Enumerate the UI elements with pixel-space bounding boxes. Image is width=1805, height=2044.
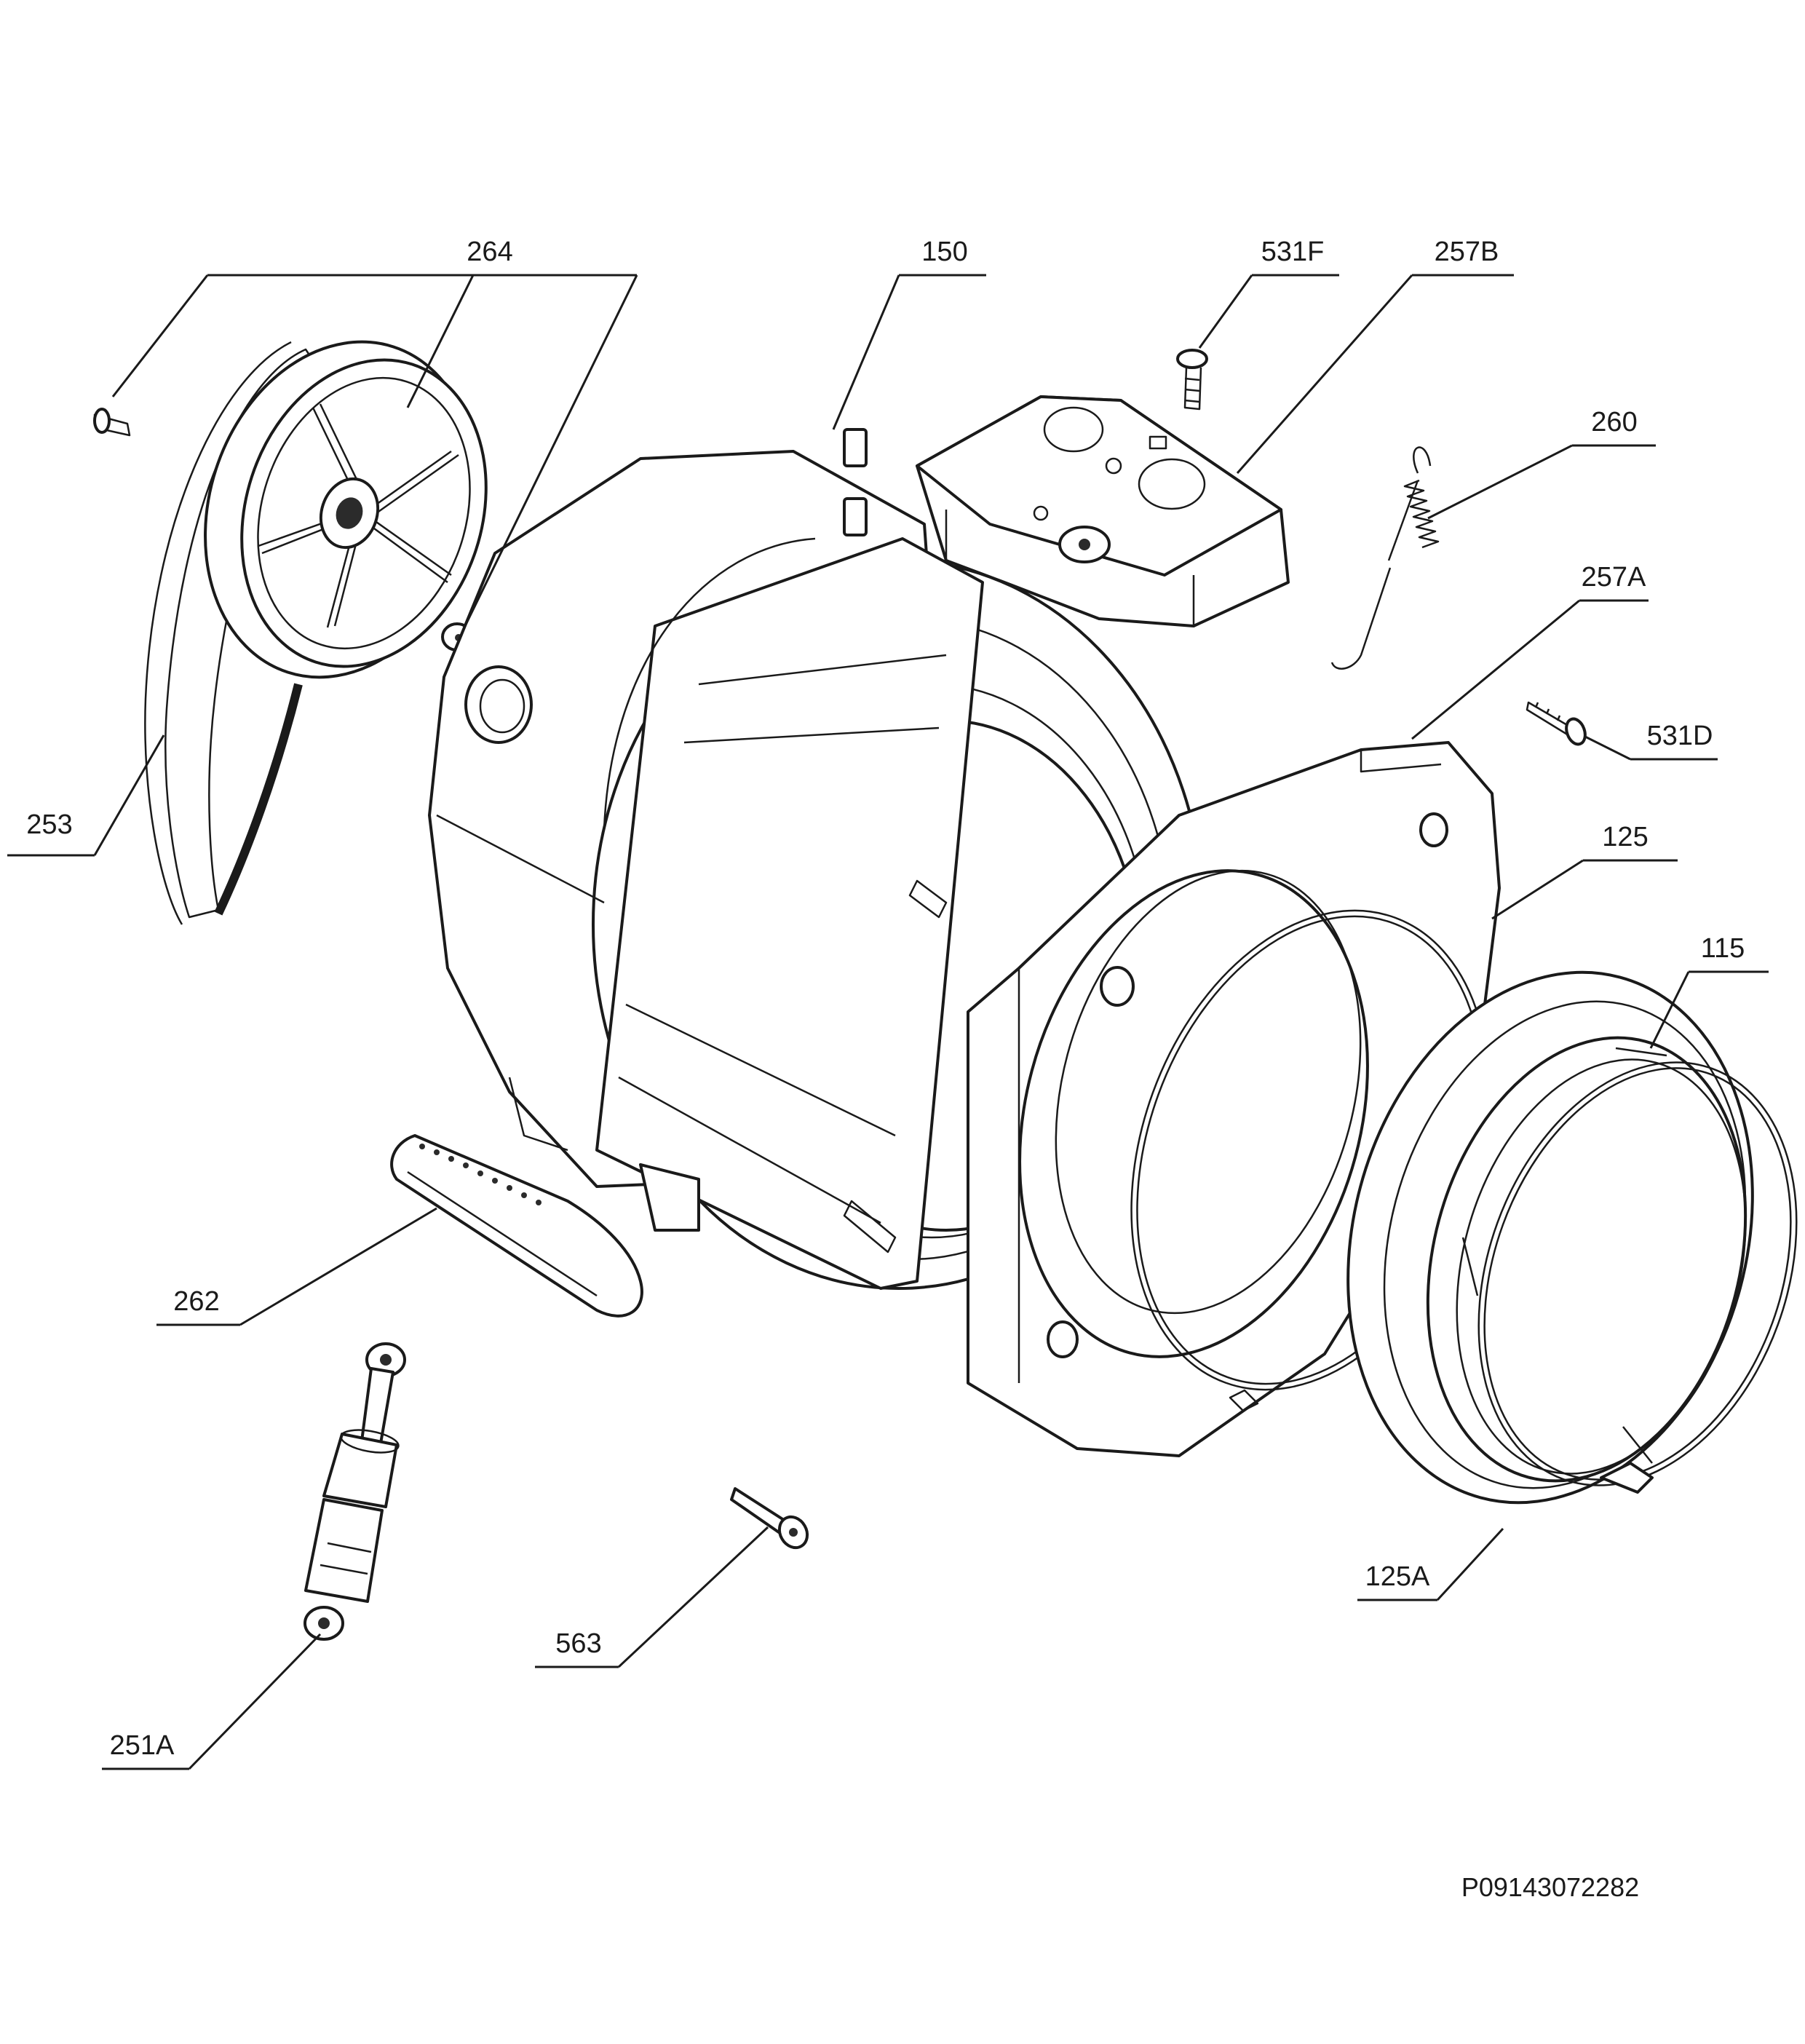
label-125A: 125A [1365,1561,1430,1592]
label-251A: 251A [110,1730,175,1761]
label-150: 150 [921,237,967,267]
part-labels: 264 150 531F 257B 260 257A 531D 253 125 … [26,237,1745,1761]
drawing-code: P09143072282 [1461,1872,1639,1902]
label-563: 563 [555,1628,601,1659]
leader-lines [7,274,1769,1770]
counterweight-screw [1176,349,1208,411]
label-260: 260 [1591,407,1637,437]
drum-paddle [390,1134,643,1318]
label-531D: 531D [1647,721,1713,751]
shock-absorber [304,1342,406,1641]
label-531F: 531F [1261,237,1325,267]
label-264: 264 [467,237,512,267]
pulley-spokes [258,403,459,628]
label-253: 253 [26,809,72,840]
paddle-holes [419,1144,542,1205]
door-seal-clamp [1477,1061,1798,1494]
label-257B: 257B [1435,237,1499,267]
front-weight-screw [1526,701,1587,746]
label-262: 262 [173,1286,219,1317]
door-seal [1346,970,1754,1505]
drum-pulley [204,340,488,679]
pulley-bolt [93,408,131,437]
front-counterweight [967,741,1501,1457]
label-125: 125 [1602,822,1648,852]
label-115: 115 [1701,933,1745,964]
shock-pin [730,1487,809,1550]
suspension-spring [1330,446,1440,670]
label-257A: 257A [1582,562,1646,593]
top-counterweight [916,395,1290,627]
